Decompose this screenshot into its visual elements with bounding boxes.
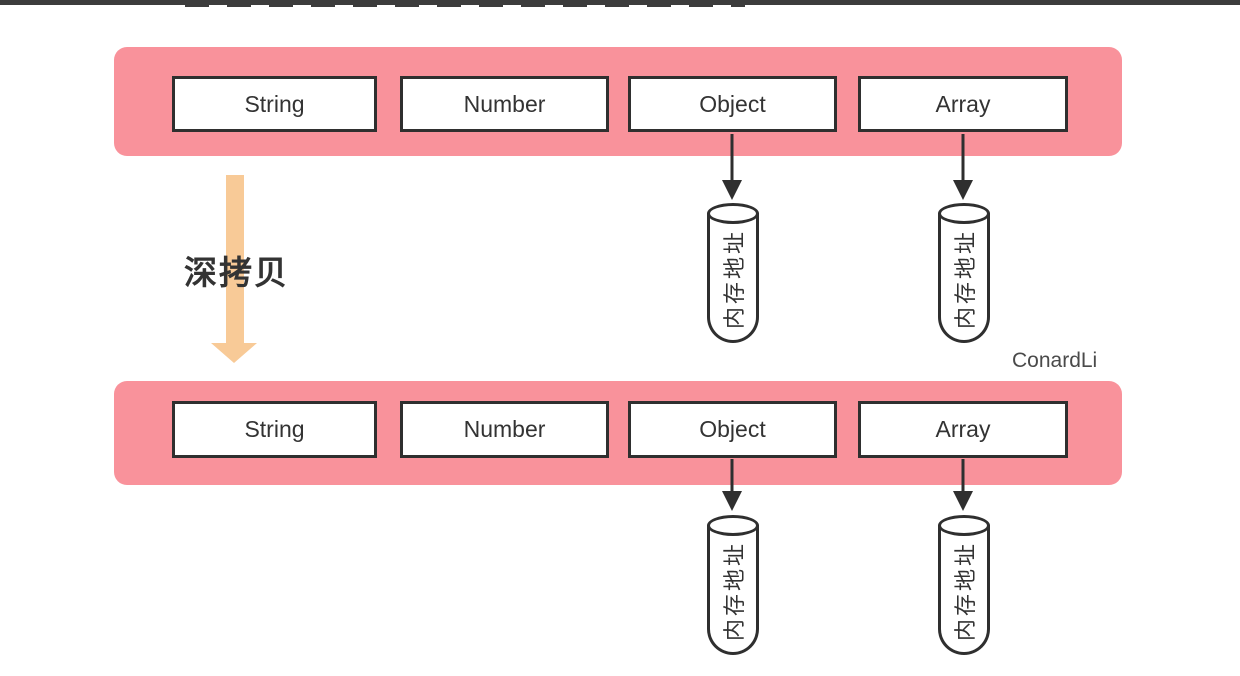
arrow-head-icon (953, 491, 973, 511)
arrow-head-icon (722, 180, 742, 200)
copy-array-pointer-arrow-icon (953, 459, 973, 511)
cylinder-body (938, 213, 990, 343)
source-array-pointer-arrow-icon (953, 134, 973, 200)
deep-copy-label: 深拷贝 (184, 254, 289, 291)
type-label: Array (935, 90, 991, 117)
source-type-box-string: String (172, 76, 377, 132)
type-label: Object (699, 416, 766, 442)
type-label: Array (935, 416, 991, 442)
copy-type-box-object: Object (628, 401, 837, 458)
copy-type-box-string: String (172, 401, 377, 458)
type-label: String (244, 416, 305, 442)
memory-address-label: 内存地址 (953, 540, 978, 641)
cropped-text-strip (0, 0, 1240, 5)
deep-copy-arrow-shaft (225, 175, 244, 343)
source-type-box-array: Array (858, 76, 1068, 132)
copy-type-box-number: Number (400, 401, 609, 458)
cropped-text-strip-ragged (185, 5, 745, 7)
source-type-box-number: Number (400, 76, 609, 132)
cylinder-body (707, 525, 759, 655)
copy-object-memory-cylinder: 内存地址 (707, 515, 759, 655)
cylinder-body (938, 525, 990, 655)
source-object-pointer-arrow-icon (722, 134, 742, 200)
copy-array-memory-cylinder: 内存地址 (938, 515, 990, 655)
source-array-memory-cylinder: 内存地址 (938, 203, 990, 343)
watermark: ConardLi (1012, 349, 1098, 372)
type-label: Number (463, 416, 546, 442)
arrow-shaft (961, 459, 965, 493)
cylinder-cap (707, 515, 759, 536)
cylinder-cap (938, 203, 990, 224)
memory-address-label: 内存地址 (953, 228, 978, 329)
memory-address-label: 内存地址 (722, 540, 747, 641)
arrow-shaft (961, 134, 965, 182)
type-label: String (244, 90, 305, 117)
type-label: Number (463, 90, 546, 117)
copy-type-box-array: Array (858, 401, 1068, 458)
source-object-memory-cylinder: 内存地址 (707, 203, 759, 343)
cylinder-body (707, 213, 759, 343)
arrow-head-icon (722, 491, 742, 511)
arrow-shaft (730, 134, 734, 182)
cylinder-cap (938, 515, 990, 536)
source-type-box-object: Object (628, 76, 837, 132)
arrow-head-icon (953, 180, 973, 200)
type-label: Object (699, 90, 766, 117)
arrow-shaft (730, 459, 734, 493)
copy-object-pointer-arrow-icon (722, 459, 742, 511)
memory-address-label: 内存地址 (722, 228, 747, 329)
cylinder-cap (707, 203, 759, 224)
deep-copy-arrow-icon (211, 175, 258, 363)
deep-copy-arrow-head-icon (211, 343, 257, 363)
